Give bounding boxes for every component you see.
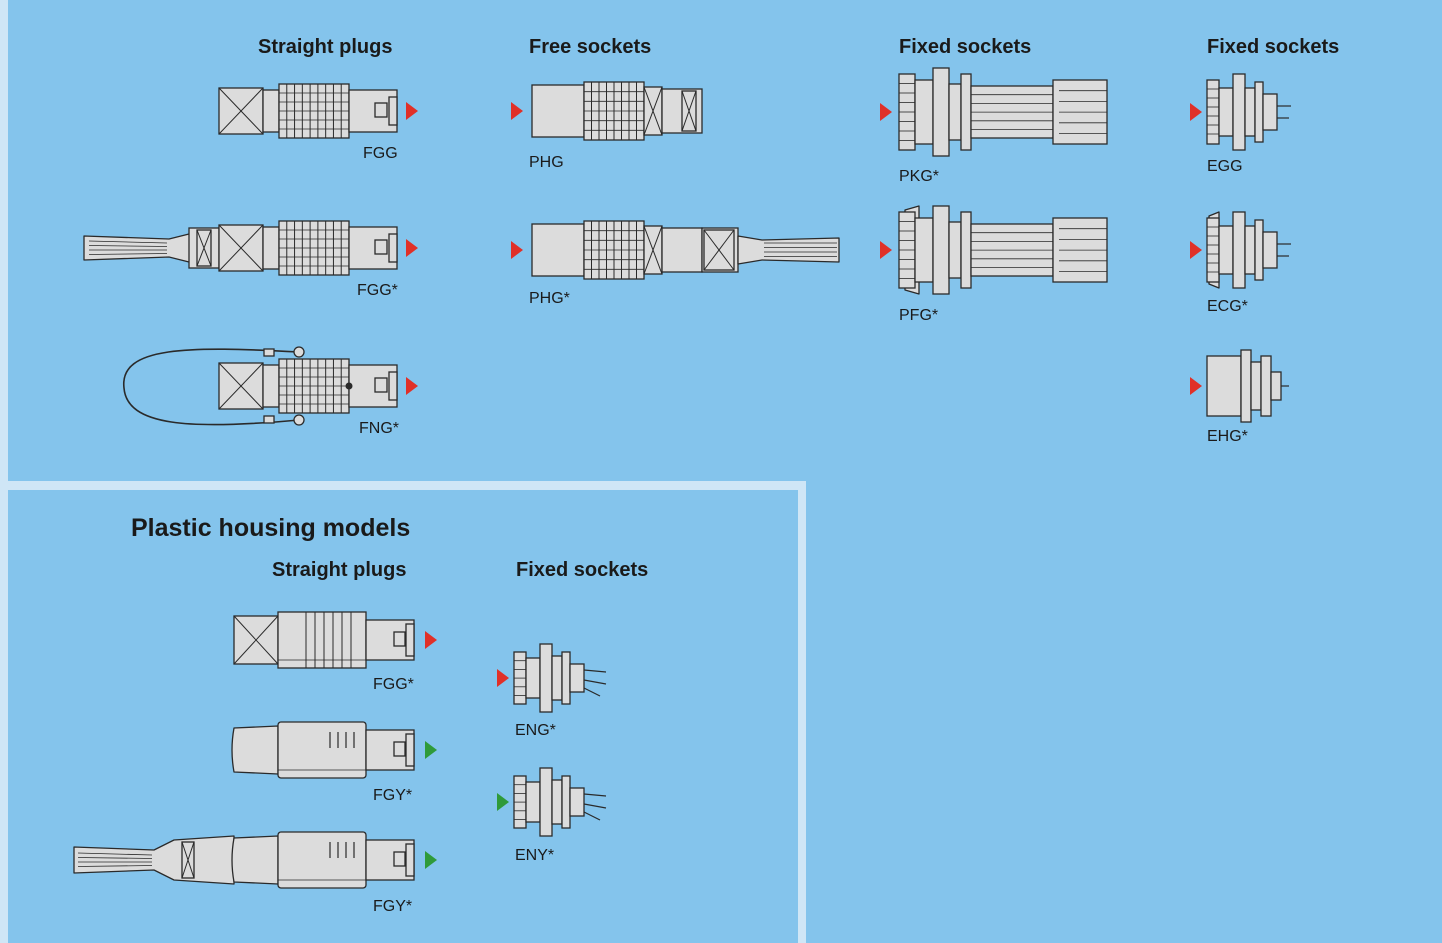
insertion-arrow-icon (406, 239, 418, 257)
connector-socket-icon (898, 205, 1108, 295)
insertion-arrow-icon (406, 377, 418, 395)
heading-fixed-sockets: Fixed sockets (516, 559, 649, 581)
connector-plug-icon (83, 220, 398, 276)
connector-socket-icon (513, 767, 607, 837)
model-label: EHG* (1207, 428, 1248, 445)
model-label: FGY* (373, 898, 413, 915)
model-label: FGG* (373, 676, 414, 693)
heading-free-sockets: Free sockets (529, 36, 652, 58)
model-label: FGG (363, 145, 398, 162)
insertion-arrow-icon (880, 241, 892, 259)
model-label: PFG* (899, 307, 939, 324)
heading-fixed-sockets: Fixed sockets (1207, 36, 1340, 58)
connector-plug-icon (231, 721, 415, 779)
insertion-arrow-icon (425, 851, 437, 869)
plastic-section-title: Plastic housing models (131, 514, 411, 542)
insertion-arrow-icon (1190, 377, 1202, 395)
insertion-arrow-icon (497, 669, 509, 687)
model-label: EGG (1207, 158, 1243, 175)
model-label: ECG* (1207, 298, 1248, 315)
heading-straight-plugs: Straight plugs (258, 36, 393, 58)
insertion-arrow-icon (880, 103, 892, 121)
connector-socket-icon (531, 81, 703, 141)
insertion-arrow-icon (497, 793, 509, 811)
model-label: FNG* (359, 420, 399, 437)
connector-socket-icon (531, 220, 840, 280)
insertion-arrow-icon (1190, 103, 1202, 121)
heading-straight-plugs: Straight plugs (272, 559, 407, 581)
model-label: PHG* (529, 290, 570, 307)
model-label: ENY* (515, 847, 555, 864)
model-label: PKG* (899, 168, 940, 185)
heading-fixed-sockets: Fixed sockets (899, 36, 1032, 58)
model-label: FGY* (373, 787, 413, 804)
connector-socket-icon (1206, 73, 1291, 151)
insertion-arrow-icon (1190, 241, 1202, 259)
connector-socket-icon (898, 67, 1108, 157)
insertion-arrow-icon (511, 102, 523, 120)
connector-plug-icon (73, 831, 415, 889)
insertion-arrow-icon (425, 741, 437, 759)
connector-socket-icon (1206, 349, 1289, 423)
model-label: ENG* (515, 722, 556, 739)
insertion-arrow-icon (406, 102, 418, 120)
connector-socket-icon (1206, 211, 1291, 289)
connector-socket-icon (513, 643, 607, 713)
insertion-arrow-icon (425, 631, 437, 649)
metal-section-panel (806, 481, 1442, 943)
insertion-arrow-icon (511, 241, 523, 259)
model-label: PHG (529, 154, 564, 171)
connector-plug-icon (218, 83, 398, 139)
connector-plug-icon (123, 346, 398, 426)
model-label: FGG* (357, 282, 398, 299)
connector-plug-icon (233, 611, 415, 669)
